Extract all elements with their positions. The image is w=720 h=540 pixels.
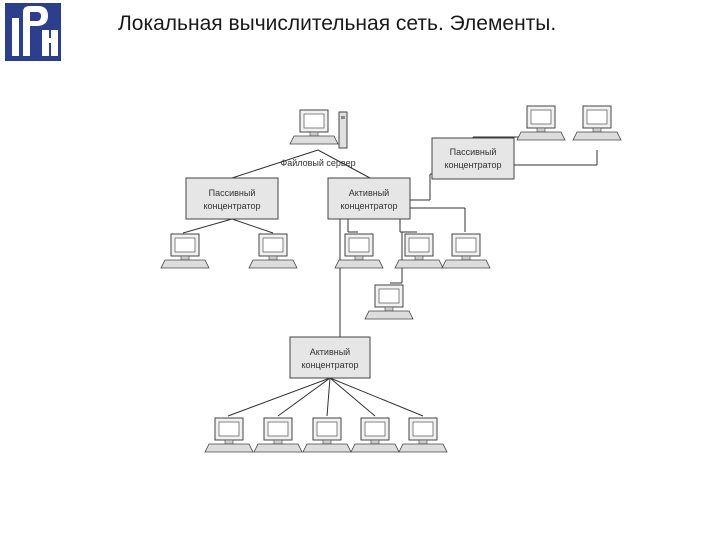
computer-icon <box>253 417 303 453</box>
computer-icon <box>350 417 400 453</box>
hub-label-line1: Пассивный <box>450 147 497 157</box>
institution-logo-icon <box>5 3 61 61</box>
slide-title: Локальная вычислительная сеть. Элементы. <box>118 12 557 35</box>
computer-icon <box>398 417 448 453</box>
computer-icon <box>364 284 414 320</box>
hub-label-line2: концентратор <box>444 160 501 170</box>
computer-icon <box>204 417 254 453</box>
hub-label-line2: концентратор <box>340 201 397 211</box>
hub-passive-right: Пассивный концентратор <box>431 137 515 180</box>
hub-label-line2: концентратор <box>203 201 260 211</box>
hub-label-line1: Пассивный <box>209 188 256 198</box>
computer-icon <box>516 105 566 141</box>
file-server: Файловый сервер <box>280 109 356 168</box>
server-workstation-icon <box>289 109 339 145</box>
computer-icon <box>334 233 384 269</box>
computer-icon <box>441 233 491 269</box>
computer-icon <box>302 417 352 453</box>
hub-label-line2: концентратор <box>301 360 358 370</box>
hub-active-center: Активный концентратор <box>327 177 411 220</box>
hub-passive-left: Пассивный концентратор <box>185 177 279 220</box>
server-label: Файловый сервер <box>280 158 355 168</box>
computer-icon <box>248 233 298 269</box>
hub-label-line1: Активный <box>310 347 350 357</box>
computer-icon <box>160 233 210 269</box>
institution-logo <box>4 2 62 62</box>
hub-label-line1: Активный <box>349 188 389 198</box>
server-tower-icon <box>338 111 348 149</box>
network-links <box>182 136 598 417</box>
hub-active-bottom: Активный концентратор <box>289 336 371 379</box>
computer-icon <box>572 105 622 141</box>
